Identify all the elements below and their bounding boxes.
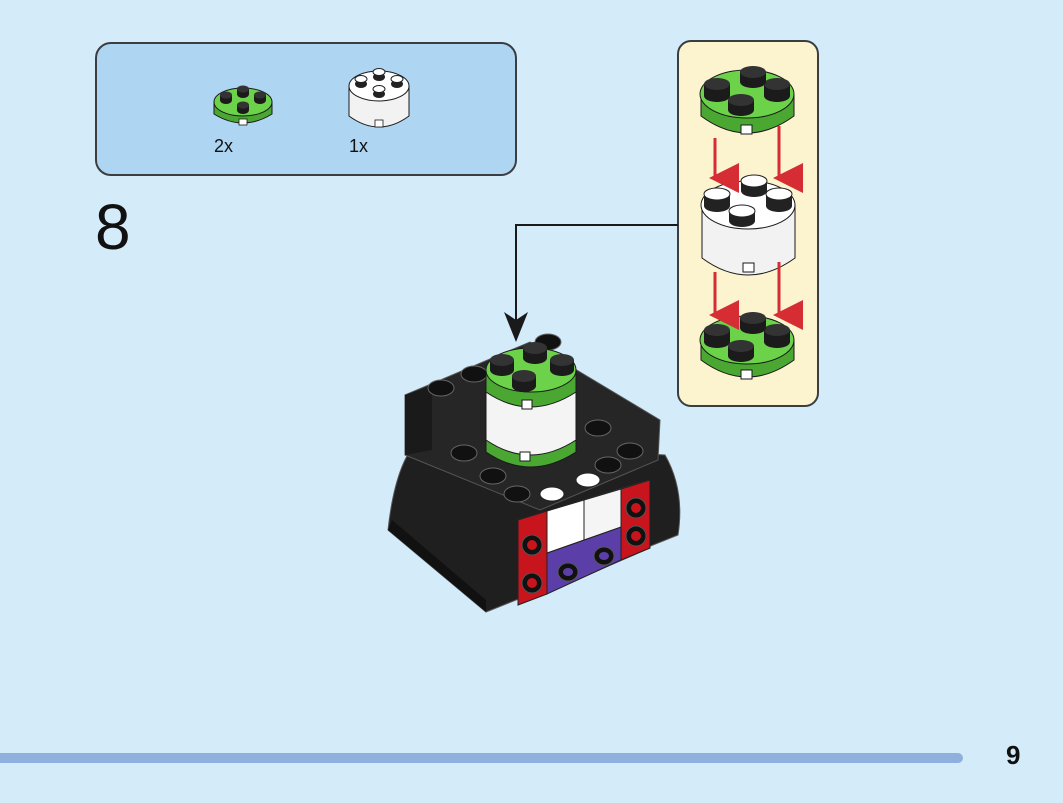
red-assembly-arrows — [709, 126, 803, 330]
progress-bar — [0, 753, 963, 763]
main-model — [387, 333, 681, 613]
page-number: 9 — [1006, 740, 1021, 770]
callout-green-plate-bottom — [699, 312, 795, 380]
white-brick-quantity: 1x — [349, 136, 369, 156]
callout-green-plate-top — [699, 66, 795, 135]
placement-arrow — [504, 224, 678, 342]
callout-white-brick — [700, 174, 796, 276]
parts-list-panel — [95, 42, 517, 176]
white-round-brick-icon — [346, 64, 412, 134]
green-plate-quantity: 2x — [214, 136, 234, 156]
green-round-plate-icon — [212, 84, 274, 136]
step-number: 8 — [95, 191, 131, 263]
